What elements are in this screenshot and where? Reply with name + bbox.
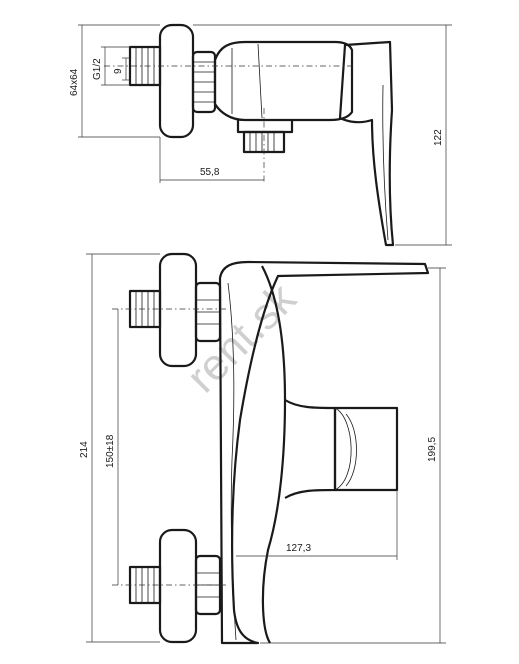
dim-front-total-height: 214 (79, 253, 160, 643)
dim-side-height-label: 122 (433, 129, 444, 146)
front-lower-inlet (128, 528, 222, 644)
dim-front-total-height-label: 214 (79, 441, 90, 458)
side-view: 64x64 G1/2 9 55,8 122 (69, 23, 452, 247)
dim-thread-depth: 9 (113, 57, 130, 81)
front-handle (284, 399, 399, 499)
dim-body-height: 199,5 (260, 267, 446, 644)
dim-outlet-offset-label: 55,8 (200, 167, 220, 178)
side-bottom-outlet (236, 120, 294, 154)
side-hex-nut (191, 50, 217, 114)
dim-handle-reach: 127,3 (236, 490, 398, 560)
dim-side-height: 122 (193, 24, 452, 246)
dim-thread-depth-label: 9 (113, 68, 124, 74)
dim-flange-size-label: 64x64 (69, 68, 80, 96)
front-mixer-body (218, 260, 430, 645)
dim-inlet-spacing-label: 150±18 (105, 434, 116, 468)
side-mixer-body (213, 40, 354, 122)
dim-outlet-offset: 55,8 (159, 137, 264, 183)
front-view: 214 150±18 199,5 127,3 (79, 252, 446, 645)
side-handle-lever (338, 40, 395, 247)
dim-flange-size: 64x64 (69, 24, 160, 138)
dim-thread-label: G1/2 (92, 58, 103, 80)
side-wall-flange (158, 23, 195, 139)
dim-handle-reach-label: 127,3 (286, 543, 311, 554)
dim-body-height-label: 199,5 (427, 437, 438, 462)
dim-inlet-spacing: 150±18 (105, 309, 119, 585)
dim-thread: G1/2 (92, 46, 130, 86)
